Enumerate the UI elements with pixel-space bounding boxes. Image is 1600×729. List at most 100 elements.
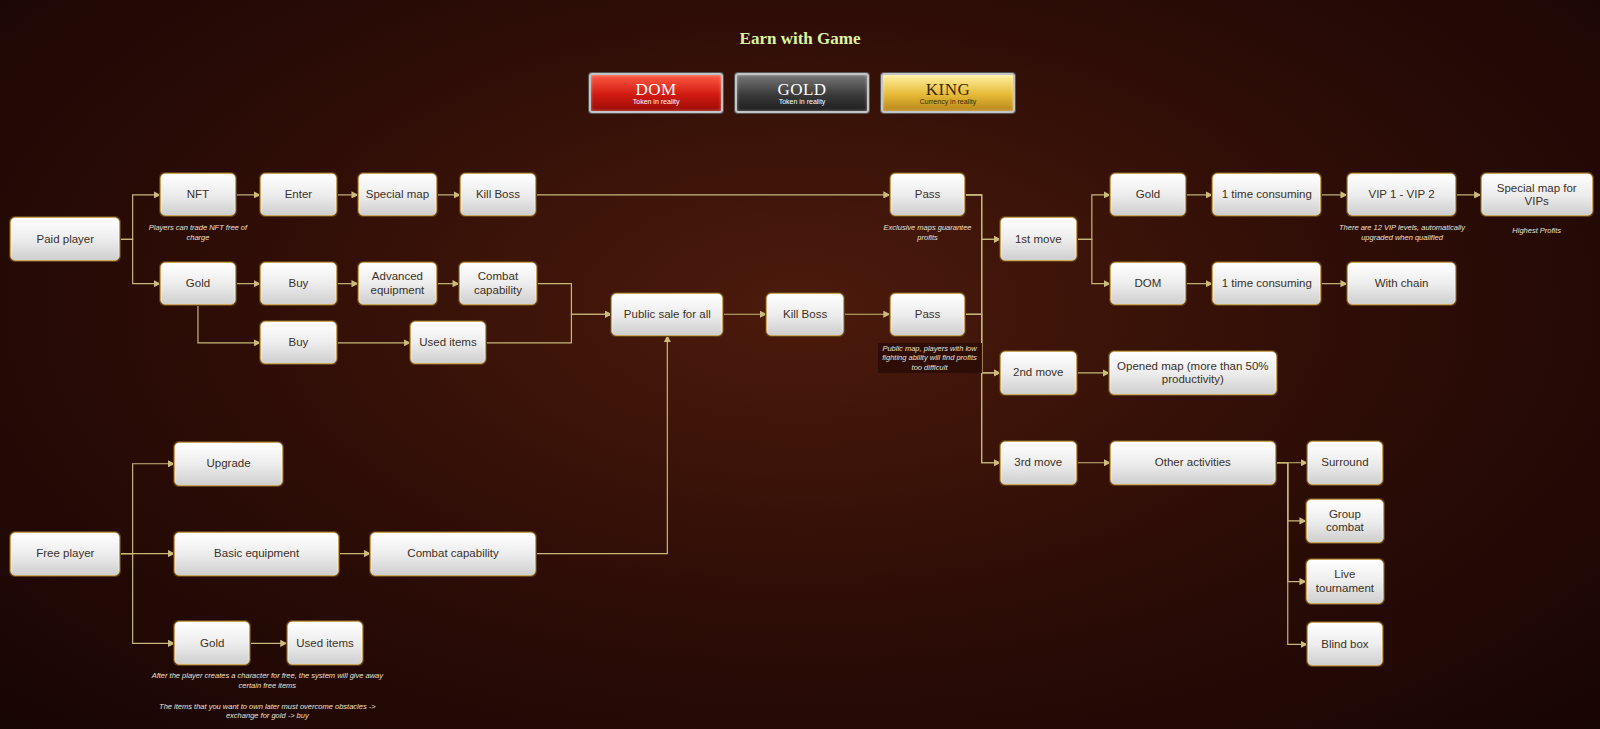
box-label: Pass — [915, 308, 941, 321]
box-label: Live tournament — [1313, 568, 1377, 594]
box-label: VIP 1 - VIP 2 — [1368, 188, 1434, 201]
process-box: Kill Boss — [460, 173, 536, 216]
box-label: Free player — [36, 547, 94, 560]
token-badge: GOLDToken in reality — [735, 73, 870, 113]
flow-connector — [965, 195, 1000, 239]
box-label: Other activities — [1155, 456, 1231, 469]
flow-connector — [844, 314, 890, 315]
process-box: Other activities — [1110, 441, 1275, 485]
process-box: Used items — [287, 621, 364, 665]
flow-connector — [537, 284, 611, 315]
flow-connector — [965, 195, 1000, 463]
flow-connector — [120, 464, 174, 554]
box-label: Combat capability — [407, 547, 498, 560]
process-box: Combat capability — [370, 532, 535, 576]
flow-connector — [1276, 463, 1308, 645]
process-box: 1st move — [1000, 217, 1077, 261]
flow-connector — [337, 283, 358, 284]
process-box: Gold — [160, 262, 236, 305]
box-label: Special map — [366, 188, 429, 201]
process-box: Gold — [1110, 173, 1186, 216]
flow-connector — [965, 239, 1000, 314]
process-box: Upgrade — [174, 442, 282, 486]
box-label: With chain — [1375, 277, 1429, 290]
flow-connector — [1077, 195, 1111, 239]
box-label: Combat capability — [466, 270, 530, 296]
process-box: Buy — [260, 262, 337, 305]
note-text: Exclusive maps guarantee profits — [882, 223, 974, 242]
box-label: Buy — [289, 277, 309, 290]
process-box: With chain — [1347, 262, 1456, 305]
flow-connector — [1276, 463, 1306, 582]
process-box: 1 time consuming — [1212, 173, 1321, 216]
note-text: After the player creates a character for… — [145, 671, 390, 690]
flow-connector — [1321, 194, 1347, 195]
box-label: Pass — [915, 188, 941, 201]
box-label: Public sale for all — [624, 308, 711, 321]
box-label: Used items — [296, 637, 354, 650]
flow-connector — [1276, 463, 1306, 521]
note-text: There are 12 VIP levels, automatically u… — [1326, 223, 1479, 242]
process-box: Used items — [410, 321, 486, 364]
process-box: 2nd move — [1000, 351, 1077, 395]
box-label: 1 time consuming — [1222, 277, 1312, 290]
box-label: Used items — [419, 336, 477, 349]
box-subtitle: Token in reality — [633, 98, 680, 106]
note-text: Public map, players with low fighting ab… — [878, 343, 982, 373]
process-box: Advanced equipment — [358, 262, 437, 305]
connector-group — [120, 195, 1480, 644]
flow-connector — [1077, 372, 1110, 373]
box-label: 1 time consuming — [1222, 188, 1312, 201]
box-subtitle: Token in reality — [779, 98, 826, 106]
box-label: Kill Boss — [476, 188, 520, 201]
process-box: Blind box — [1307, 622, 1383, 666]
box-label: Gold — [200, 637, 224, 650]
flow-connector — [120, 239, 160, 283]
flow-connector — [120, 195, 160, 239]
box-label: Gold — [186, 277, 210, 290]
flow-connector — [437, 283, 459, 284]
flow-connector — [965, 314, 1000, 462]
process-box: VIP 1 - VIP 2 — [1347, 173, 1456, 216]
box-label: NFT — [187, 188, 209, 201]
process-box: Gold — [174, 621, 250, 665]
box-subtitle: Currency in reality — [920, 98, 976, 106]
flow-connector — [1077, 239, 1111, 283]
process-box: Pass — [890, 173, 966, 216]
flow-connector — [337, 194, 358, 195]
title-text: Earn with Game — [740, 29, 861, 48]
flow-connector — [1186, 194, 1213, 195]
box-label: Gold — [1136, 188, 1160, 201]
flow-connector — [1456, 194, 1481, 195]
flow-connector — [536, 194, 890, 195]
process-box: Enter — [260, 173, 337, 216]
flow-connector — [1186, 283, 1213, 284]
box-label: Basic equipment — [214, 547, 299, 560]
flow-connector — [437, 194, 460, 195]
process-box: Basic equipment — [174, 532, 338, 576]
process-box: Pass — [890, 293, 966, 336]
box-label: Enter — [285, 188, 313, 201]
flow-connector — [536, 336, 668, 554]
process-box: Group combat — [1306, 499, 1384, 543]
note-text: The items that you want to own later mus… — [145, 702, 390, 721]
box-label: GOLD — [777, 81, 826, 99]
box-label: 1st move — [1015, 233, 1062, 246]
process-box: Free player — [10, 532, 120, 576]
box-label: 2nd move — [1013, 366, 1064, 379]
flow-connector — [723, 314, 766, 315]
process-box: Kill Boss — [766, 293, 844, 336]
process-box: Special map for VIPs — [1481, 173, 1593, 216]
box-label: Blind box — [1321, 638, 1368, 651]
process-box: Surround — [1307, 441, 1383, 485]
flow-connector — [1077, 462, 1111, 463]
flow-connector — [198, 305, 260, 343]
box-label: KING — [926, 81, 971, 99]
flow-connector — [486, 314, 612, 343]
process-box: Buy — [260, 321, 337, 364]
process-box: Combat capability — [459, 262, 537, 305]
box-label: Kill Boss — [783, 308, 827, 321]
process-box: Public sale for all — [611, 293, 723, 336]
box-label: Special map for VIPs — [1488, 182, 1586, 208]
